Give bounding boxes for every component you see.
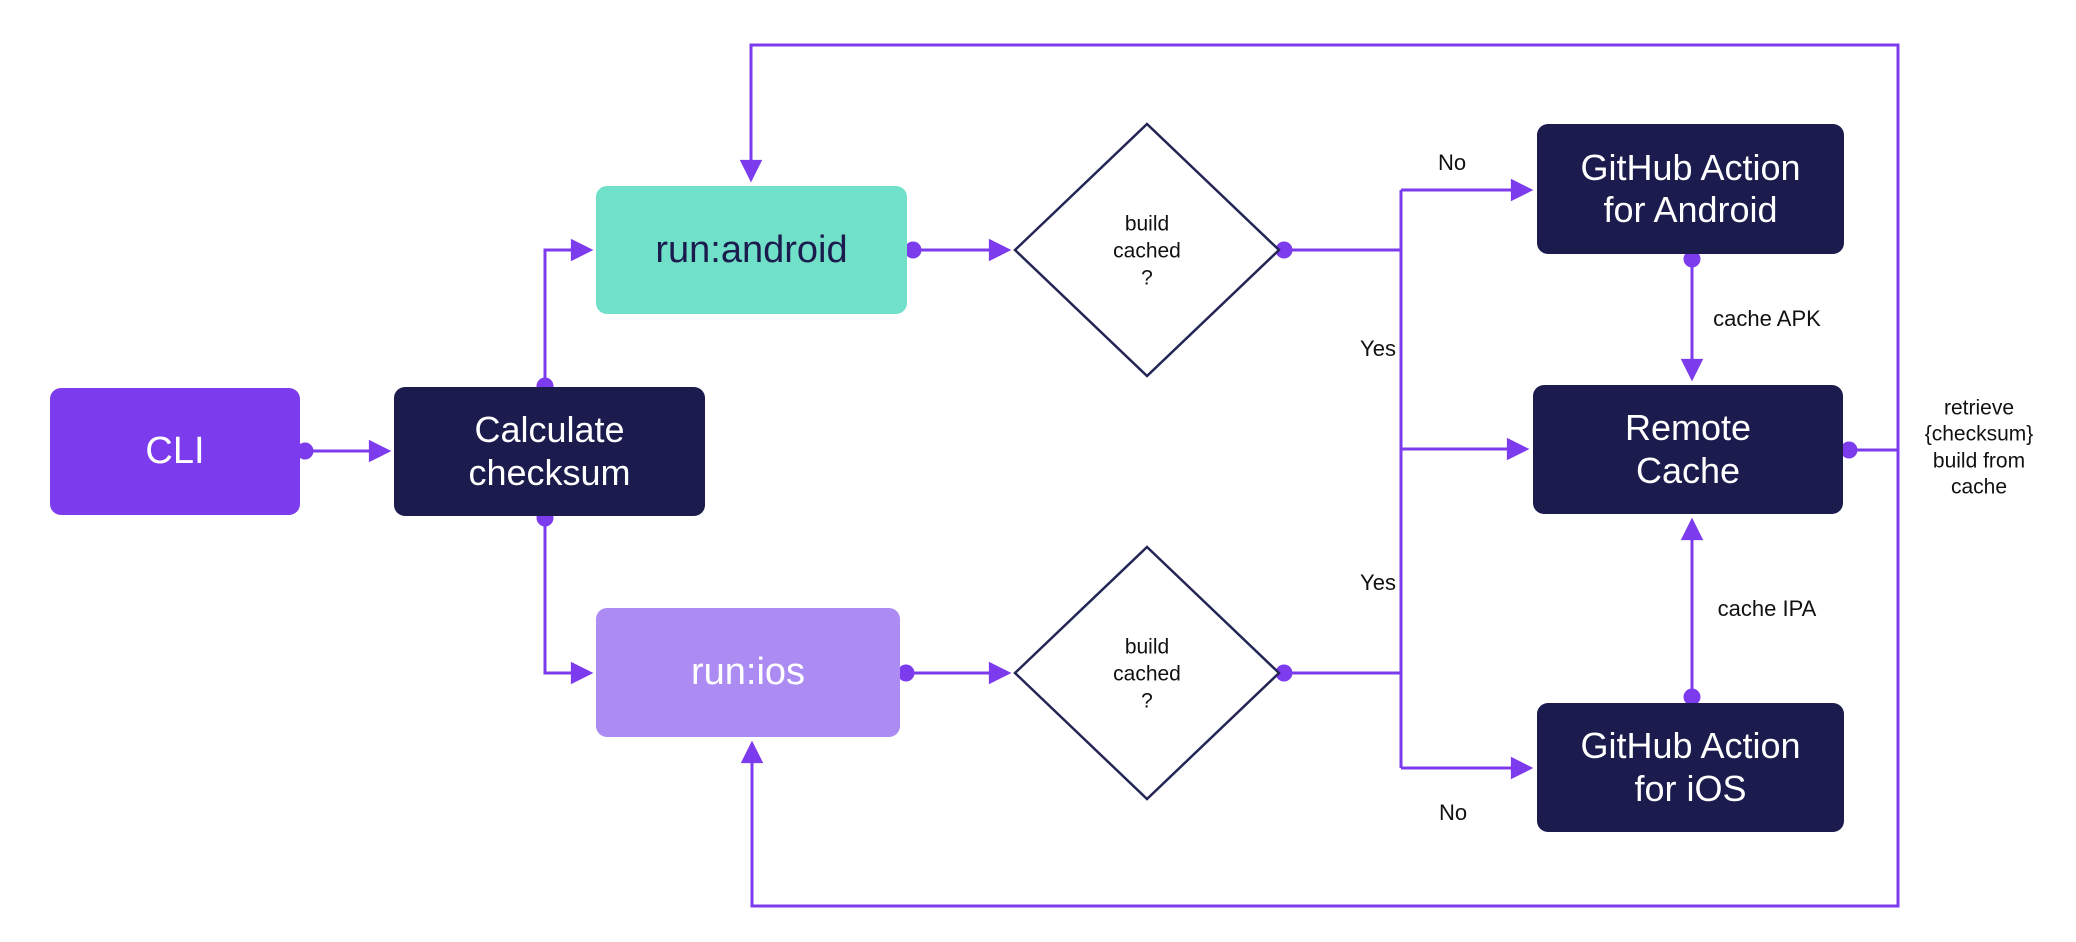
edge-checksum-to-run-android [543, 238, 594, 385]
junction-dot-run-ios [897, 664, 915, 682]
junction-dot-remote-cache [1840, 441, 1858, 459]
node-github-action-android: GitHub Action for Android [1537, 124, 1844, 254]
junction-dot-ios-decision [1275, 664, 1293, 682]
edge-loop-bottom-to-run-ios [740, 450, 1900, 908]
edge-label-ios-yes: Yes [1360, 569, 1396, 595]
junction-dot-github-android [1683, 250, 1701, 268]
junction-dot-android-decision [1275, 241, 1293, 259]
decision-label-android: build cached ? [1113, 212, 1181, 290]
node-remote-cache: Remote Cache [1533, 385, 1843, 514]
node-run-ios: run:ios [596, 608, 900, 737]
edge-label-android-yes: Yes [1360, 335, 1396, 361]
node-cli: CLI [50, 388, 300, 515]
node-run-android: run:android [596, 186, 907, 314]
edge-label-cache-ipa: cache IPA [1717, 595, 1817, 621]
decision-label-ios: build cached ? [1113, 635, 1181, 713]
edge-checksum-to-run-ios [543, 517, 594, 685]
edge-label-cache-apk: cache APK [1713, 305, 1821, 331]
edge-label-ios-no: No [1438, 799, 1468, 825]
edge-label-retrieve-from-cache: retrieve {checksum} build from cache [1924, 396, 2034, 499]
junction-dot-github-ios [1683, 688, 1701, 706]
decision-diamond-android [1013, 122, 1281, 378]
junction-dot-cli [296, 442, 314, 460]
decision-diamond-ios [1013, 545, 1281, 801]
edge-label-android-no: No [1437, 149, 1467, 175]
edge-loop-top-to-run-android [739, 43, 1900, 450]
node-github-action-ios: GitHub Action for iOS [1537, 703, 1844, 832]
node-calculate-checksum: Calculate checksum [394, 387, 705, 516]
junction-dot-run-android [904, 241, 922, 259]
